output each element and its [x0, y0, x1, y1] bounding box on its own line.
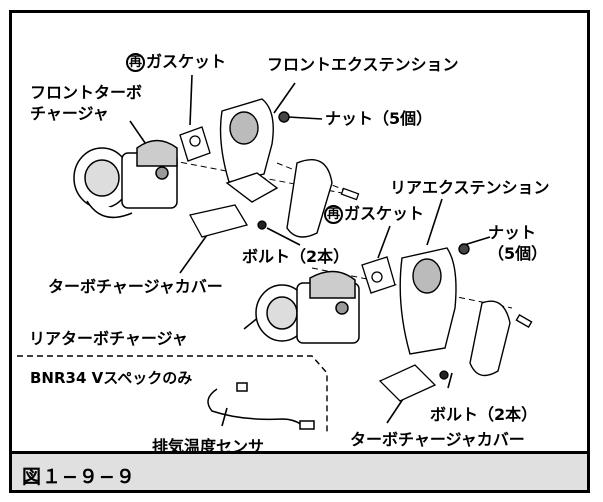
leader-bolt-lower	[447, 372, 453, 389]
label-bnr34-only: BNR34 Vスペックのみ	[30, 369, 193, 387]
caption-bar: 図１−９−９	[9, 451, 590, 493]
label-turbo-cover-lower: ターボチャージャカバー	[350, 430, 525, 449]
turbocharger-exploded-view	[17, 74, 533, 433]
label-exhaust-temperature-sensor: 排気温度センサ	[152, 437, 265, 456]
rear-gasket-part	[361, 256, 396, 294]
front-extension-part	[219, 98, 290, 183]
label-front-turbocharger: フロントターボ チャージャ	[30, 83, 143, 123]
label-nut-rear: ナット （5個）	[488, 223, 548, 263]
leader-exhaust-sensor	[221, 407, 228, 427]
reuse-mark-icon: 再	[324, 205, 343, 224]
rear-cover-part	[469, 300, 533, 377]
front-turbocharger-part	[73, 139, 178, 219]
leader-nut-rear	[463, 236, 491, 246]
front-gasket-part	[179, 126, 211, 162]
front-cover-part	[225, 159, 333, 238]
label-rear-turbocharger: リアターボチャージャ	[29, 329, 188, 348]
leader-gasket-front	[189, 74, 193, 126]
label-gasket-front: 再ガスケット	[126, 53, 226, 72]
reuse-mark-icon: 再	[126, 53, 145, 72]
leader-bolt-upper	[266, 227, 301, 246]
label-turbo-cover-upper: ターボチャージャカバー	[48, 277, 223, 296]
lower-turbo-cover-part	[378, 364, 449, 402]
figure-caption: 図１−９−９	[22, 466, 136, 488]
front-bolt-part	[340, 187, 360, 201]
leader-rear-extension	[426, 198, 443, 246]
label-bolt-upper: ボルト（2本）	[242, 247, 350, 266]
label-gasket-rear: 再ガスケット	[324, 205, 424, 224]
exhaust-temperature-sensor-part	[207, 382, 315, 430]
leader-nut-front	[287, 116, 323, 120]
upper-turbo-cover-part	[189, 204, 267, 238]
figure-frame: 再ガスケット フロントエクステンション フロントターボ チャージャ ナット（5個…	[9, 10, 590, 493]
leader-gasket-rear	[377, 225, 391, 259]
rear-extension-part	[399, 243, 470, 355]
label-bolt-lower: ボルト（2本）	[430, 405, 538, 424]
label-front-extension: フロントエクステンション	[267, 55, 459, 74]
rear-turbocharger-part	[255, 270, 360, 344]
label-rear-extension: リアエクステンション	[390, 178, 550, 197]
label-nut-front: ナット（5個）	[325, 109, 433, 128]
leader-front-extension	[273, 82, 296, 114]
